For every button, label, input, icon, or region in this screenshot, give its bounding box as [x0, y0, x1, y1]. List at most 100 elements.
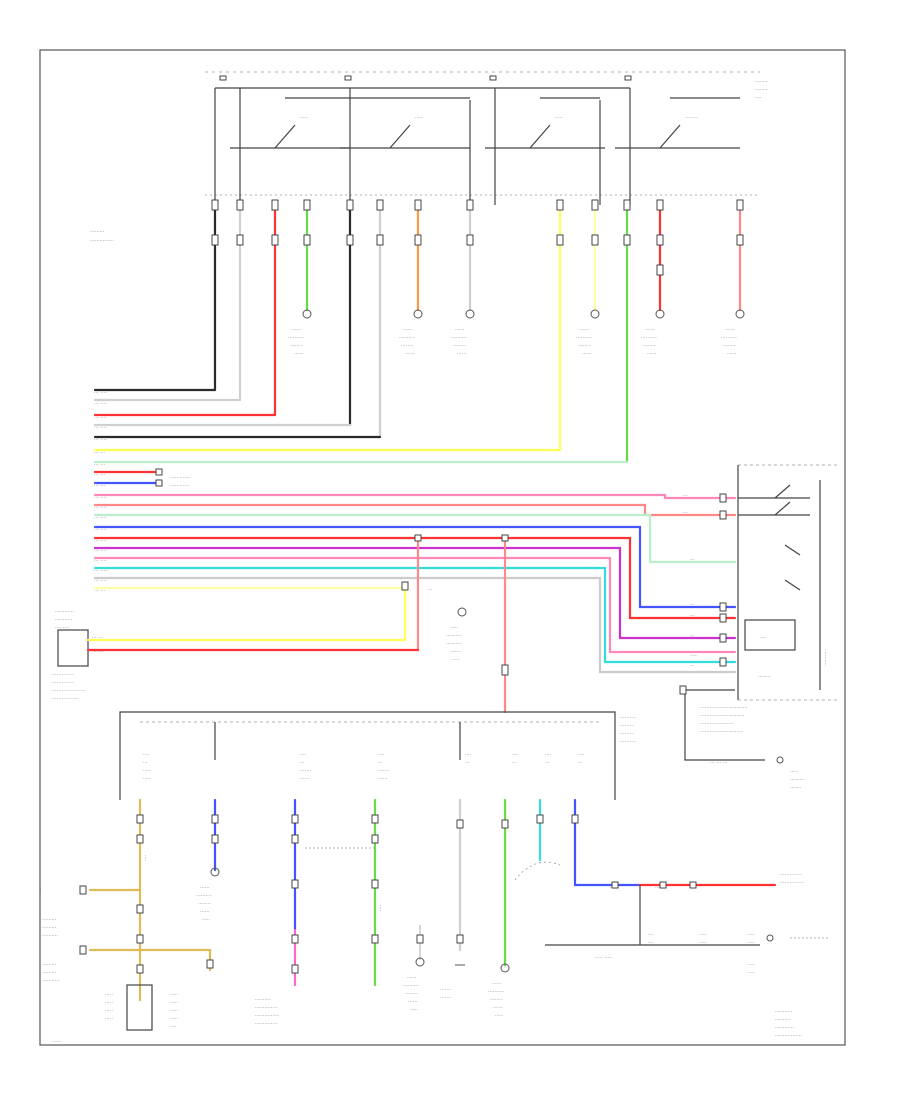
svg-text:............................: ............................: [700, 712, 745, 718]
svg-text:... ....: ... ....: [94, 537, 107, 543]
svg-text:... ...: ... ...: [92, 634, 104, 640]
svg-text:..............: ..............: [52, 671, 75, 677]
svg-text:....: ....: [748, 969, 755, 975]
svg-text:... ... ...: ... ... ...: [710, 759, 728, 765]
svg-text:......: ......: [408, 998, 418, 1004]
svg-text:.................: .................: [775, 1032, 802, 1038]
svg-text:.....: .....: [170, 1007, 178, 1013]
svg-text:.....: .....: [105, 991, 113, 997]
svg-text:....: ....: [748, 931, 755, 937]
svg-text:... ...: ... ...: [94, 587, 106, 593]
svg-text:......: ......: [378, 775, 388, 781]
svg-text:.........: .........: [42, 969, 57, 975]
svg-text:...: ...: [683, 492, 688, 498]
svg-text:.....: .....: [170, 999, 178, 1005]
svg-text:......: ......: [645, 326, 655, 332]
svg-text:..........: ..........: [42, 932, 58, 938]
svg-text:......: ......: [292, 326, 302, 332]
svg-text:....: ....: [648, 931, 655, 937]
svg-text:......: ......: [580, 326, 590, 332]
svg-text:...: ...: [683, 509, 688, 515]
svg-text:...........................: ...........................: [700, 728, 743, 734]
svg-text:...: ...: [378, 759, 383, 765]
svg-text:..........: ..........: [446, 640, 462, 646]
svg-text:....: ....: [465, 751, 472, 757]
svg-text:...: ...: [690, 662, 695, 668]
svg-text:..............: ..............: [255, 1020, 278, 1026]
svg-text:......: ......: [294, 350, 304, 356]
svg-text:.....: .....: [143, 767, 151, 773]
svg-text:.........: .........: [790, 776, 805, 782]
svg-text:... ....: ... ....: [94, 514, 107, 520]
lower-fuse-box: .......... ......... ......... .........…: [119, 711, 636, 800]
svg-text:.......: .......: [300, 767, 312, 773]
svg-text:......: ......: [492, 980, 502, 986]
svg-text:.....: .....: [170, 991, 178, 997]
svg-text:.....: .....: [415, 114, 423, 120]
svg-text:......: ......: [403, 326, 413, 332]
svg-text:......: ......: [455, 326, 465, 332]
svg-text:.....: .....: [202, 916, 210, 922]
svg-text:.....: .....: [690, 652, 698, 658]
svg-text:... ....: ... ....: [94, 547, 107, 553]
svg-text:...........: ...........: [775, 1008, 793, 1014]
svg-text:....: ....: [700, 931, 707, 937]
svg-text:.............: .............: [170, 474, 191, 480]
svg-text:..............................: ..............................: [700, 704, 748, 710]
svg-text:..........: ..........: [196, 892, 212, 898]
bus-wire-labels: ... .... ... .... ... .... ... .... ... …: [94, 389, 191, 593]
svg-text:............: ............: [55, 608, 74, 614]
svg-text:...........: ...........: [55, 616, 73, 622]
svg-text:...: ...: [300, 759, 305, 765]
svg-text:...: ...: [690, 601, 695, 607]
svg-text:..........: ..........: [620, 738, 636, 744]
svg-text:.....: .....: [105, 1007, 113, 1013]
harness-bus: [93, 388, 737, 674]
diagram-border: [39, 49, 846, 1046]
svg-text:... ....: ... ....: [94, 424, 107, 430]
svg-text:.........: .........: [42, 916, 57, 922]
svg-text:....: ....: [378, 751, 385, 757]
svg-text:... ...: ... ...: [94, 461, 106, 467]
svg-text:....: ....: [648, 939, 655, 945]
svg-text:... ....: ... ....: [94, 504, 107, 510]
svg-text:....: ....: [143, 751, 150, 757]
svg-text:.......: .......: [440, 994, 452, 1000]
svg-text:..........: ..........: [620, 714, 636, 720]
svg-text:....: ....: [760, 634, 767, 640]
svg-text:... ...: ... ...: [94, 471, 106, 477]
svg-text:........: ........: [405, 990, 418, 996]
svg-text:... ...: ... ...: [94, 449, 106, 455]
svg-text:....: ....: [748, 961, 755, 967]
svg-text:... ....: ... ....: [94, 436, 107, 442]
svg-text:.....: .....: [555, 114, 563, 120]
svg-text:....: ....: [578, 751, 585, 757]
svg-text:..........: ..........: [823, 650, 829, 666]
center-verticals: ... ..... .......... .......... ....... …: [401, 534, 509, 714]
svg-text:.......: .......: [450, 648, 462, 654]
svg-text:........: ........: [453, 342, 466, 348]
right-switch-module: .... ........ ... ... ... ... ... ... ..…: [679, 464, 838, 790]
svg-text:.....: .....: [105, 1015, 113, 1021]
svg-text:....: ....: [700, 939, 707, 945]
svg-text:........: ........: [490, 996, 503, 1002]
svg-text:...: ...: [690, 632, 695, 638]
svg-text:..........: ..........: [399, 334, 415, 340]
svg-text:.....: .....: [410, 1006, 418, 1012]
svg-text:... ....: ... ....: [94, 494, 107, 500]
svg-text:.........: .........: [42, 961, 57, 967]
svg-text:........: ........: [755, 78, 768, 84]
lower-wires: [88, 798, 777, 1002]
svg-text:......: ......: [52, 1038, 62, 1044]
svg-text:....: ....: [512, 751, 519, 757]
svg-text:.....................: .....................: [700, 720, 734, 726]
svg-text:........: ........: [685, 114, 698, 120]
svg-text:..........: ..........: [446, 632, 462, 638]
svg-text:.......: .......: [790, 784, 802, 790]
svg-text:......: ......: [300, 775, 310, 781]
svg-text:.....: .....: [452, 656, 460, 662]
svg-text:......: ......: [405, 350, 415, 356]
svg-text:......: ......: [457, 350, 467, 356]
svg-text:....: ....: [170, 1023, 177, 1029]
drop-connector-markers: [211, 199, 744, 276]
